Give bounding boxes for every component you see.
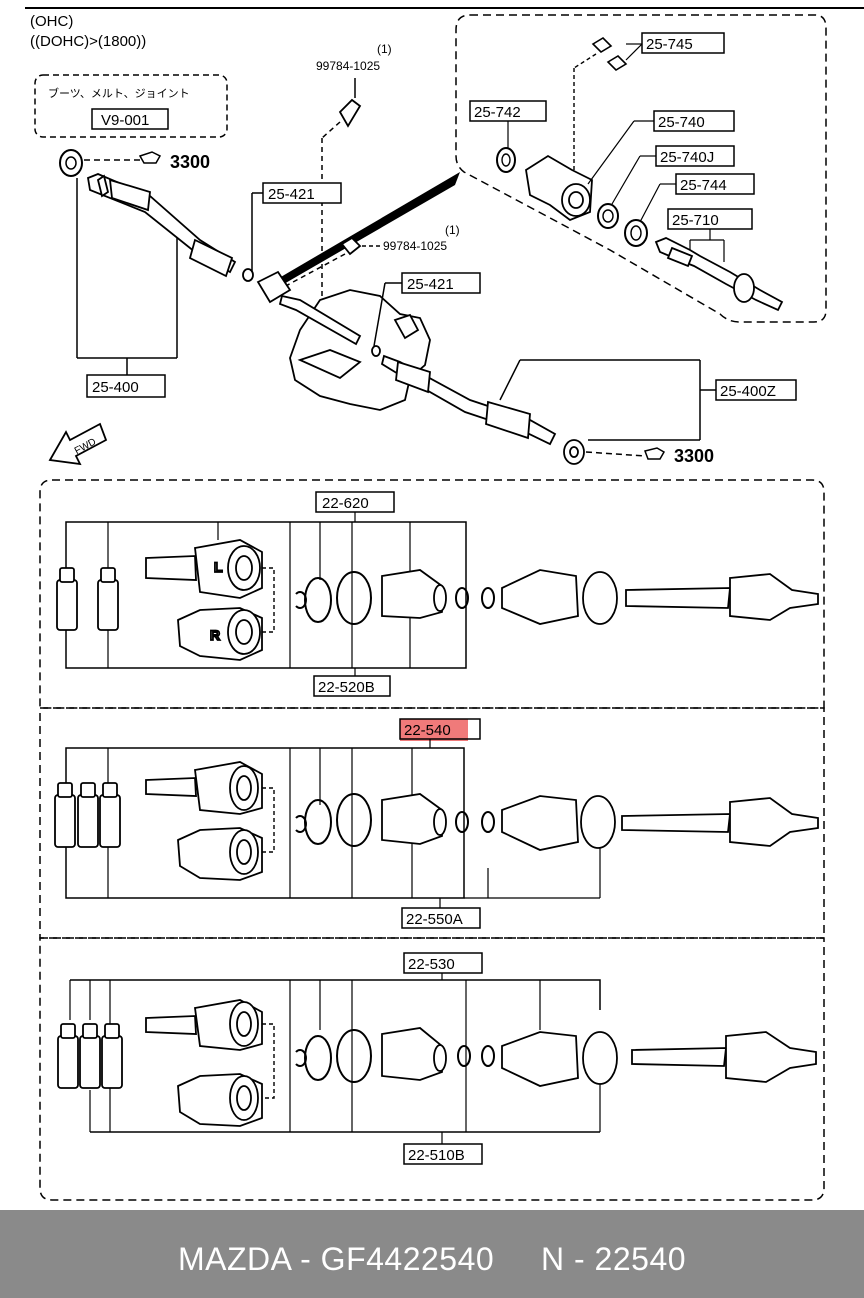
seal-25-742 xyxy=(496,147,516,173)
part-22-540: 22-540 xyxy=(404,722,451,739)
part-25-400Z: 25-400Z xyxy=(720,383,776,400)
part-22-620: 22-620 xyxy=(322,495,369,512)
intermediate-shaft-25-710 xyxy=(654,237,784,312)
part-3300-bottom: 3300 xyxy=(674,446,714,466)
section-3-box xyxy=(39,937,825,1201)
boot-icon xyxy=(381,569,447,619)
hand-icon-2 xyxy=(644,447,666,460)
grease-tube-icon xyxy=(56,567,119,631)
qty-99784-mid: (1) xyxy=(445,223,460,237)
inner-joint-lower xyxy=(177,827,263,881)
inner-joint-lower-2 xyxy=(177,1073,263,1127)
circlip-icon-3 xyxy=(295,1029,372,1083)
seal-25-744 xyxy=(624,219,648,247)
bearing-25-740J xyxy=(597,203,619,229)
part-25-744: 25-744 xyxy=(680,177,727,194)
note-ref: V9-001 xyxy=(101,112,149,129)
footer-bar xyxy=(0,1210,864,1298)
part-25-740J: 25-740J xyxy=(660,149,714,166)
part-99784-mid: 99784-1025 xyxy=(383,239,447,253)
bolt-icon xyxy=(338,98,362,128)
intermediate-shaft xyxy=(278,294,381,357)
part-25-421-b: 25-421 xyxy=(407,276,454,293)
right-drive-shaft xyxy=(380,354,585,465)
forward-arrow-icon: FWD xyxy=(48,422,108,466)
part-22-510B: 22-510B xyxy=(408,1147,465,1164)
lock-nut-icon xyxy=(59,149,83,177)
part-22-550A: 22-550A xyxy=(406,911,463,928)
band-icon-2 xyxy=(455,811,495,833)
bearing-bracket xyxy=(525,154,593,222)
part-99784-top: 99784-1025 xyxy=(316,59,380,73)
boot-icon-3 xyxy=(381,1027,447,1081)
part-25-740: 25-740 xyxy=(658,114,705,131)
grease-tube-icon-3 xyxy=(57,1023,123,1089)
engine-line1: (OHC) xyxy=(30,13,73,30)
inner-joint-upper xyxy=(145,761,263,815)
label-R: R xyxy=(210,627,220,643)
part-25-742: 25-742 xyxy=(474,104,521,121)
bearing-support xyxy=(256,270,292,304)
part-22-530: 22-530 xyxy=(408,956,455,973)
note-text: ブーツ、メルト、ジョイント xyxy=(48,86,190,100)
band-icon xyxy=(455,587,495,609)
bolt-icon-4 xyxy=(606,54,628,72)
outer-boot-icon xyxy=(501,569,618,625)
note-box xyxy=(34,74,228,138)
circlip-icon-2 xyxy=(295,793,372,847)
inner-joint-L: L xyxy=(145,539,263,599)
grease-tube-icon-2 xyxy=(54,782,121,848)
label-L: L xyxy=(214,559,223,575)
engine-line2: ((DOHC)>(1800)) xyxy=(30,33,146,50)
highlight-22-540 xyxy=(400,719,468,741)
outer-boot-icon-3 xyxy=(501,1031,618,1087)
footer-ref: N - 22540 xyxy=(541,1241,687,1277)
footer-part-number: MAZDA - GF4422540 xyxy=(178,1241,495,1277)
parts-diagram: (OHC) ((DOHC)>(1800)) ブーツ、メルト、ジョイント V9-0… xyxy=(25,7,864,1201)
qty-99784-top: (1) xyxy=(377,42,392,56)
part-3300-top: 3300 xyxy=(170,152,210,172)
detail-inset xyxy=(455,14,827,323)
bolt-icon-2 xyxy=(340,236,362,256)
bolt-icon-3 xyxy=(591,36,613,54)
part-25-400: 25-400 xyxy=(92,379,139,396)
part-25-421-a: 25-421 xyxy=(268,186,315,203)
shaft-icon-2 xyxy=(621,797,819,847)
inner-joint-upper-2 xyxy=(145,999,263,1051)
boot-icon-2 xyxy=(381,793,447,845)
part-22-520B: 22-520B xyxy=(318,679,375,696)
shaft-icon-3 xyxy=(631,1031,817,1083)
hand-icon xyxy=(138,151,162,164)
inner-joint-R: R xyxy=(177,607,263,661)
zoom-wedge xyxy=(262,172,460,292)
shaft-icon xyxy=(625,573,819,621)
part-25-710: 25-710 xyxy=(672,212,719,229)
left-drive-shaft xyxy=(86,173,254,282)
part-25-745: 25-745 xyxy=(646,36,693,53)
band-icon-3 xyxy=(457,1045,495,1067)
circlip-icon xyxy=(295,571,372,625)
outer-boot-icon-2 xyxy=(501,795,616,851)
